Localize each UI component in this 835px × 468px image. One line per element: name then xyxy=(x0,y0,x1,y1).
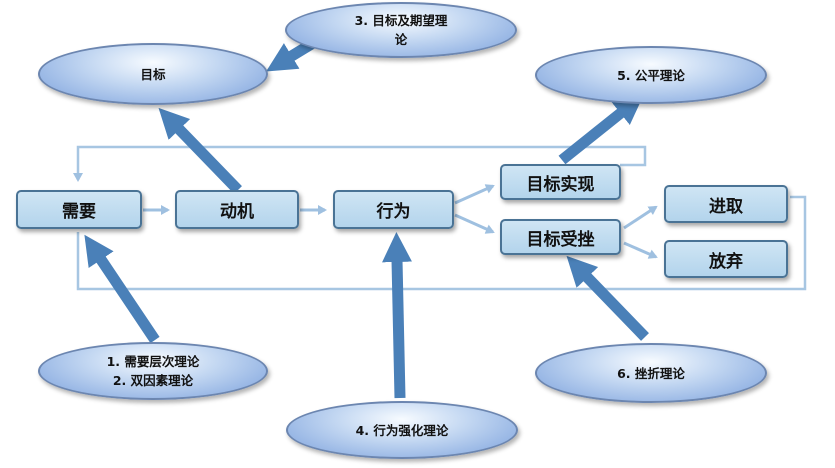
need-theories-label-line1: 1. 需要层次理论 xyxy=(106,354,200,369)
arrow-motive-to-goal xyxy=(158,107,242,194)
behavior-box: 行为 xyxy=(333,190,454,229)
arrow-frustration-to-frustrated xyxy=(566,255,649,341)
arrow-frustrated-to-progress xyxy=(623,205,658,230)
need-box: 需要 xyxy=(16,190,142,229)
frustration-theory-ellipse: 6. 挫折理论 xyxy=(535,343,767,403)
reinforcement-theory-ellipse: 4. 行为强化理论 xyxy=(286,401,518,459)
equity-theory-label: 5. 公平理论 xyxy=(617,67,685,83)
expectancy-theory-label-line1: 3. 目标及期望理 xyxy=(354,13,448,28)
feedback-loop-top xyxy=(73,145,647,182)
goal-frustrated-box: 目标受挫 xyxy=(500,219,621,255)
need-box-label: 需要 xyxy=(62,202,96,222)
frustration-theory-label: 6. 挫折理论 xyxy=(617,365,685,381)
goal-achieved-box: 目标实现 xyxy=(500,164,621,200)
goal-frustrated-box-label: 目标受挫 xyxy=(526,229,595,250)
give-up-box-label: 放弃 xyxy=(709,251,743,272)
goal-ellipse-label: 目标 xyxy=(140,66,166,82)
progress-box: 进取 xyxy=(664,185,788,223)
equity-theory-ellipse: 5. 公平理论 xyxy=(535,46,767,104)
goal-ellipse: 目标 xyxy=(38,43,268,105)
progress-box-label: 进取 xyxy=(709,196,743,217)
arrow-achieved-to-equity xyxy=(558,94,644,165)
give-up-box: 放弃 xyxy=(664,240,788,278)
motive-box-label: 动机 xyxy=(220,202,254,222)
need-theories-ellipse: 1. 需要层次理论 2. 双因素理论 xyxy=(38,342,268,400)
arrow-frustrated-to-giveup xyxy=(623,241,658,259)
expectancy-theory-ellipse: 3. 目标及期望理 论 xyxy=(285,2,517,58)
need-theories-label-line2: 2. 双因素理论 xyxy=(112,373,194,388)
motive-box: 动机 xyxy=(175,190,299,229)
behavior-box-label: 行为 xyxy=(376,202,411,222)
arrow-behavior-to-achieved xyxy=(454,184,495,205)
arrow-behavior-to-frustrated xyxy=(454,213,495,234)
reinforcement-theory-label: 4. 行为强化理论 xyxy=(355,422,449,438)
feedback-loop-bottom xyxy=(76,195,807,291)
arrow-reinforcement-to-behavior xyxy=(382,232,413,399)
expectancy-theory-label-line2: 论 xyxy=(394,32,408,47)
goal-achieved-box-label: 目标实现 xyxy=(526,174,595,195)
arrow-need-theories-to-need xyxy=(84,234,160,344)
